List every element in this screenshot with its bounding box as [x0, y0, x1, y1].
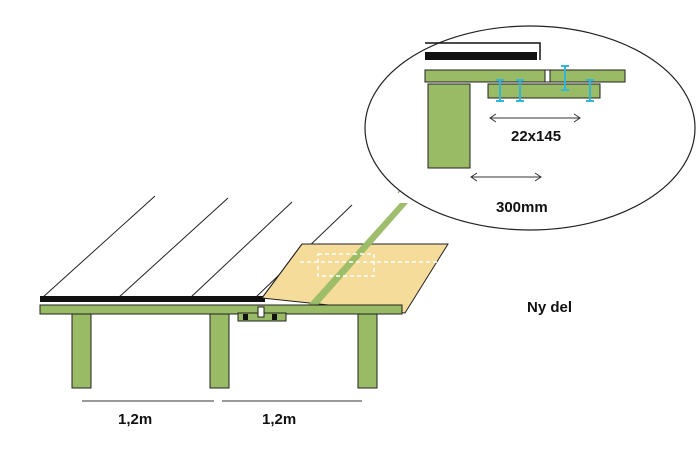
screw-icon: [516, 79, 524, 102]
panel-seam: [261, 243, 303, 299]
overlap-length-arrow: [470, 172, 542, 182]
splice-block: [257, 306, 265, 318]
board-size-arrow: [489, 113, 581, 123]
post-middle: [209, 313, 230, 389]
panel-marking: [317, 253, 375, 277]
splice-bolt-2: [272, 314, 277, 320]
post-right: [357, 313, 378, 389]
detail-splice-board: [487, 83, 601, 99]
new-joist-strip: [308, 203, 408, 305]
screw-icon: [561, 65, 569, 91]
panel-annotations: [300, 253, 445, 277]
span-label-right: 1,2m: [262, 411, 296, 428]
board-line-3: [189, 201, 293, 299]
overlap-length-label: 300mm: [496, 199, 548, 216]
detail-post: [427, 83, 471, 169]
detail-board-gap: [544, 69, 551, 83]
detail-deck-board: [424, 69, 626, 83]
span-label-left: 1,2m: [118, 411, 152, 428]
detail-top-slab: [425, 52, 537, 60]
post-left: [71, 313, 92, 389]
detail-top-slab-edge: [425, 42, 541, 60]
screw-icon: [496, 79, 504, 102]
splice-bolt-1: [243, 314, 248, 320]
detail-callout: 22x145 300mm: [364, 25, 696, 231]
splice-connector: [237, 306, 287, 322]
board-line-2: [117, 197, 229, 299]
board-size-label: 22x145: [511, 128, 561, 145]
detail-screws: [496, 65, 594, 102]
screw-icon: [586, 79, 594, 102]
existing-deck-top-edge: [40, 296, 265, 302]
existing-deck-boards: [41, 195, 353, 299]
new-part-label: Ny del: [527, 299, 572, 316]
board-line-1: [41, 195, 156, 299]
main-beam: [39, 304, 403, 315]
